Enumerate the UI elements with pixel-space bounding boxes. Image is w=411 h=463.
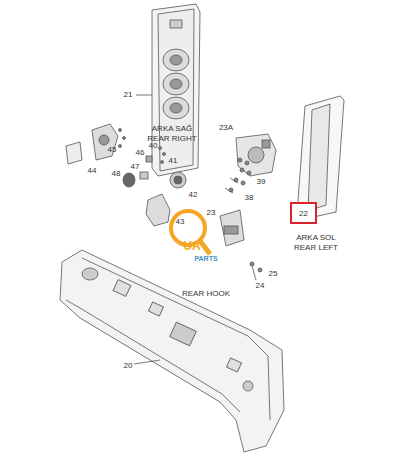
callout-number: 20 <box>124 362 133 370</box>
callout-number: 45 <box>108 146 117 154</box>
part-name: ARKA SOL <box>296 234 336 242</box>
watermark: UA <box>183 240 200 252</box>
callout-number: 48 <box>112 170 121 178</box>
callout-number: 42 <box>189 191 198 199</box>
highlight-box: 22 <box>290 202 317 224</box>
part-name: ARKA SAĞ <box>152 125 192 133</box>
callout-number: 24 <box>256 282 265 290</box>
callout-number: 44 <box>88 167 97 175</box>
callout-number: 21 <box>124 91 133 99</box>
callout-number: 41 <box>169 157 178 165</box>
callout-number: 46 <box>136 149 145 157</box>
callout-number: 38 <box>245 194 254 202</box>
callout-number: 23A <box>219 124 233 132</box>
callout-number: 47 <box>131 163 140 171</box>
callout-number: 39 <box>257 178 266 186</box>
callout-number: 43 <box>176 218 185 226</box>
callout-number: 23 <box>207 209 216 217</box>
callout-number: 25 <box>269 270 278 278</box>
part-name: REAR HOOK <box>182 290 230 298</box>
callout-number: 40 <box>149 142 158 150</box>
part-name: REAR LEFT <box>294 244 338 252</box>
watermark: PARTS <box>194 255 217 262</box>
callout-number: 22 <box>299 209 308 218</box>
